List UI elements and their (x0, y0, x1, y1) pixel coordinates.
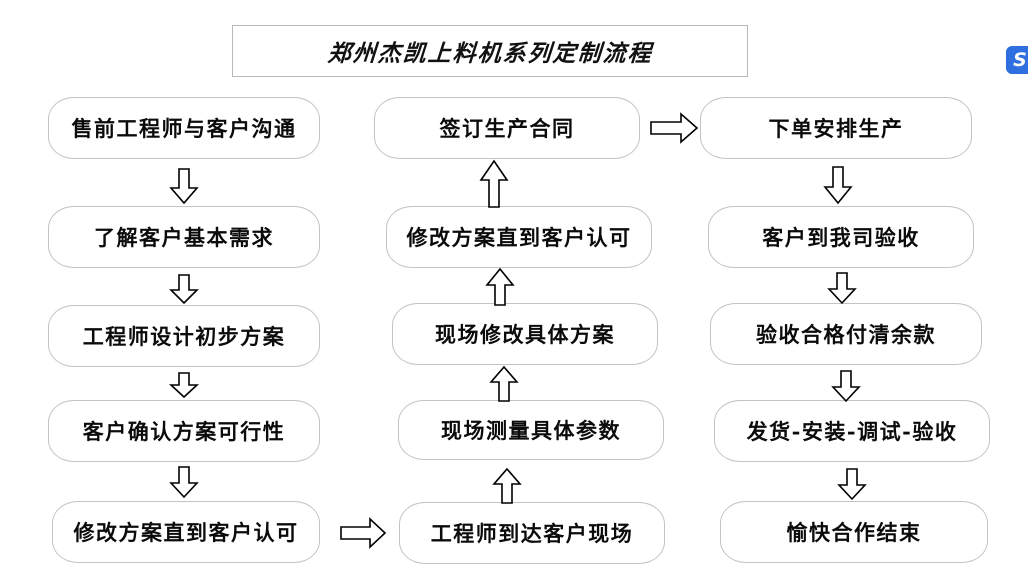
node-label: 客户到我司验收 (762, 225, 920, 250)
node-label: 工程师设计初步方案 (82, 324, 286, 349)
node-presales-communication[interactable]: 售前工程师与客户沟通 (48, 97, 320, 159)
node-label: 售前工程师与客户沟通 (71, 116, 297, 141)
node-engineer-arrives-onsite[interactable]: 工程师到达客户现场 (399, 502, 665, 564)
arrow-down-c1-2 (169, 274, 199, 305)
node-label: 现场测量具体参数 (441, 418, 621, 443)
chart-title-box: 郑州杰凯上料机系列定制流程 (232, 25, 748, 77)
arrow-up-c2-3 (485, 267, 515, 306)
node-onsite-measure-params[interactable]: 现场测量具体参数 (398, 400, 664, 460)
node-onsite-revise-plan[interactable]: 现场修改具体方案 (392, 303, 658, 365)
arrow-right-c1-to-c2 (340, 517, 387, 549)
node-label: 客户确认方案可行性 (82, 419, 286, 444)
arrow-down-c1-4 (169, 466, 199, 499)
node-label: 修改方案直到客户认可 (406, 225, 632, 250)
node-pay-balance[interactable]: 验收合格付清余款 (710, 303, 982, 365)
brand-badge-letter: S (1013, 48, 1027, 71)
arrow-right-c2-to-c3 (650, 112, 699, 144)
arrow-down-c3-2 (827, 272, 857, 305)
arrow-down-c3-1 (823, 166, 853, 205)
arrow-up-c2-2 (489, 365, 519, 402)
node-place-order-production[interactable]: 下单安排生产 (700, 97, 972, 159)
node-label: 签订生产合同 (439, 116, 575, 141)
node-sign-production-contract[interactable]: 签订生产合同 (374, 97, 640, 159)
node-revise-until-approved-2[interactable]: 修改方案直到客户认可 (386, 206, 652, 268)
node-customer-inspection[interactable]: 客户到我司验收 (708, 206, 974, 268)
node-label: 愉快合作结束 (786, 520, 922, 545)
node-revise-until-approved-1[interactable]: 修改方案直到客户认可 (52, 501, 320, 563)
node-label: 修改方案直到客户认可 (73, 520, 299, 545)
arrow-down-c3-4 (837, 468, 867, 501)
arrow-down-c3-3 (831, 370, 861, 403)
node-label: 下单安排生产 (768, 116, 904, 141)
node-ship-install-debug-accept[interactable]: 发货-安装-调试-验收 (714, 400, 990, 462)
node-label: 了解客户基本需求 (94, 225, 274, 250)
node-label: 验收合格付清余款 (756, 322, 936, 347)
arrow-up-c2-4 (479, 159, 509, 208)
node-engineer-draft-plan[interactable]: 工程师设计初步方案 (48, 305, 320, 367)
arrow-down-c1-3 (168, 372, 200, 399)
node-label: 工程师到达客户现场 (430, 521, 634, 546)
node-customer-confirm-feasibility[interactable]: 客户确认方案可行性 (48, 400, 320, 462)
node-understand-requirements[interactable]: 了解客户基本需求 (48, 206, 320, 268)
node-cooperation-complete[interactable]: 愉快合作结束 (720, 501, 988, 563)
page-title: 郑州杰凯上料机系列定制流程 (326, 40, 654, 67)
node-label: 现场修改具体方案 (435, 322, 615, 347)
arrow-down-c1-1 (169, 168, 199, 205)
node-label: 发货-安装-调试-验收 (746, 419, 958, 444)
arrow-up-c2-1 (492, 467, 522, 504)
brand-badge-icon[interactable]: S (1006, 46, 1028, 74)
